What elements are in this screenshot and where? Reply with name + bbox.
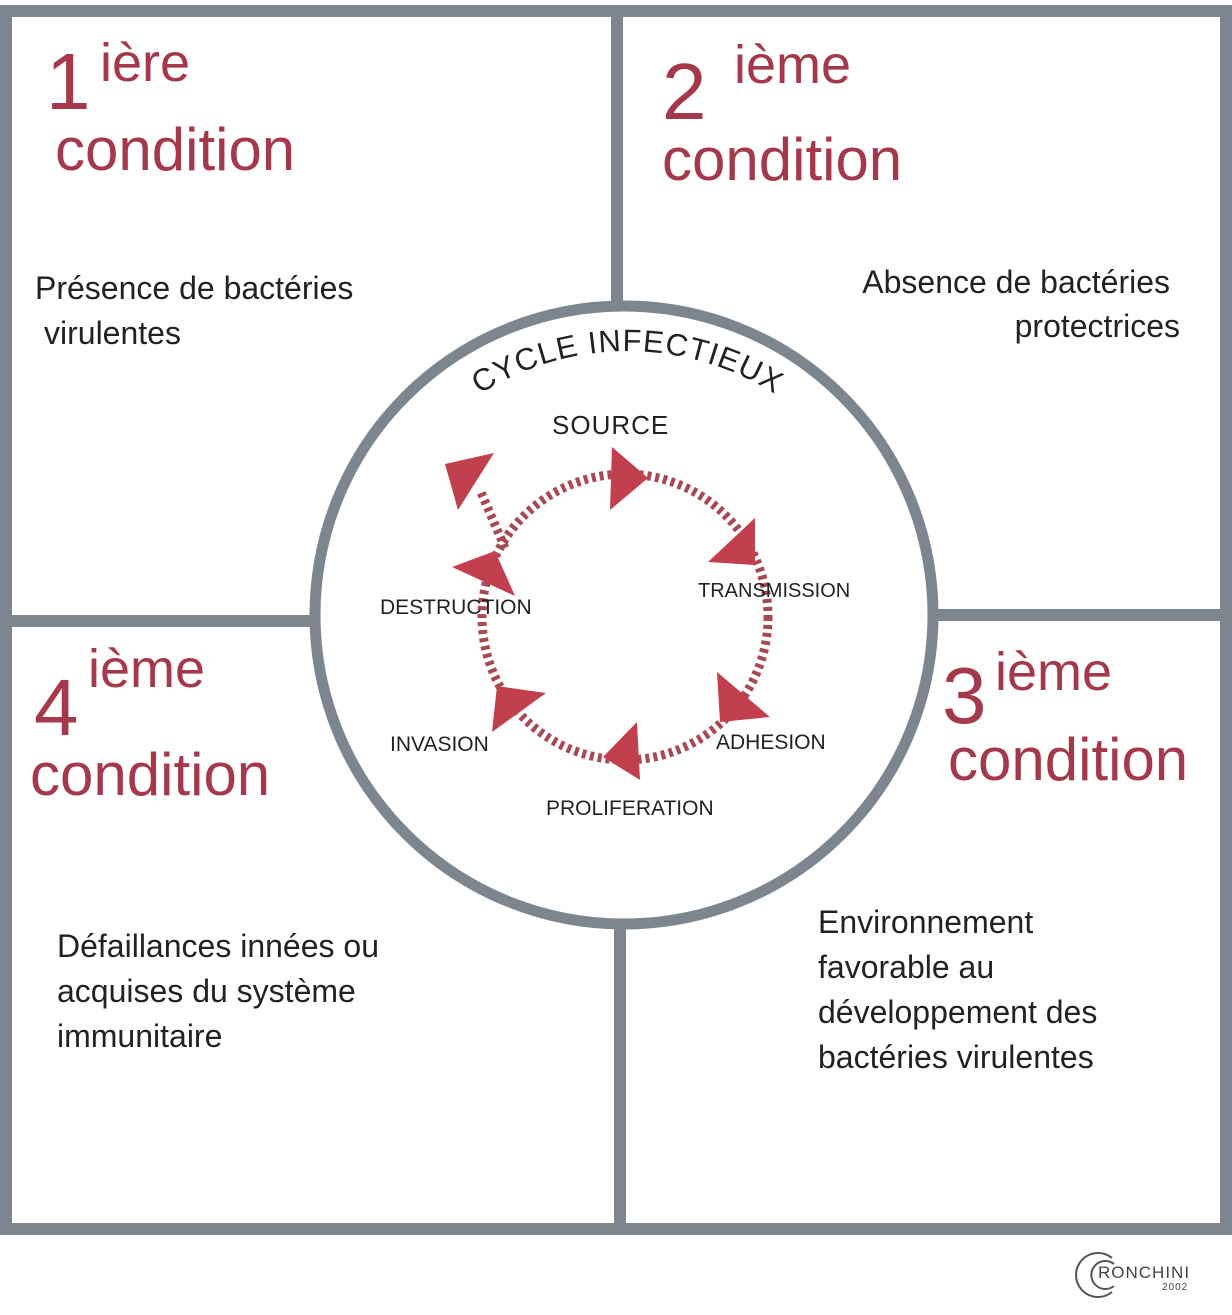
condition-2-number: 2	[662, 47, 707, 136]
arrow-adhesion-icon	[717, 672, 770, 722]
condition-3-text-2: favorable au	[818, 949, 995, 985]
arrow-transmission-icon	[708, 518, 755, 565]
condition-4-suffix: ième	[88, 639, 206, 699]
condition-1-text-1: Présence de bactéries	[35, 270, 354, 306]
condition-1-text-2: virulentes	[44, 315, 181, 351]
arrow-source-icon	[610, 447, 648, 510]
logo-name: RONCHINI	[1098, 1263, 1191, 1282]
stage-proliferation: PROLIFERATION	[546, 797, 714, 820]
arrow-proliferation-icon	[603, 722, 640, 780]
condition-4-label: condition	[30, 741, 271, 808]
condition-4-text-3: immunitaire	[57, 1018, 223, 1054]
condition-2-label: condition	[662, 126, 903, 193]
stage-destruction: DESTRUCTION	[380, 596, 532, 619]
arrow-invasion-icon	[492, 686, 546, 732]
stage-invasion: INVASION	[390, 733, 489, 756]
arrow-destruction-icon	[452, 551, 515, 596]
condition-2-text-1: Absence de bactéries	[862, 264, 1170, 300]
condition-1-label: condition	[55, 116, 296, 183]
condition-4-text-2: acquises du système	[57, 973, 356, 1009]
arrow-exit-icon	[445, 453, 494, 510]
condition-2-text-2: protectrices	[1014, 308, 1180, 344]
condition-4-text-1: Défaillances innées ou	[57, 928, 379, 964]
condition-1-suffix: ière	[100, 33, 191, 93]
condition-1-number: 1	[46, 37, 91, 126]
stage-source: SOURCE	[552, 410, 670, 440]
condition-3-text-4: bactéries virulentes	[818, 1039, 1094, 1075]
logo-year: 2002	[1162, 1282, 1189, 1293]
stage-adhesion: ADHESION	[716, 731, 826, 754]
condition-3-suffix: ième	[995, 642, 1113, 702]
condition-3-text-3: développement des	[818, 994, 1098, 1030]
stage-transmission: TRANSMISSION	[698, 580, 851, 602]
condition-3-number: 3	[942, 651, 987, 740]
dashed-exit-path	[475, 488, 510, 550]
ronchini-logo	[1075, 1252, 1115, 1298]
condition-4-number: 4	[34, 663, 79, 752]
condition-2-suffix: ième	[734, 35, 852, 95]
condition-3-text-1: Environnement	[818, 904, 1034, 940]
condition-3-label: condition	[948, 726, 1189, 793]
